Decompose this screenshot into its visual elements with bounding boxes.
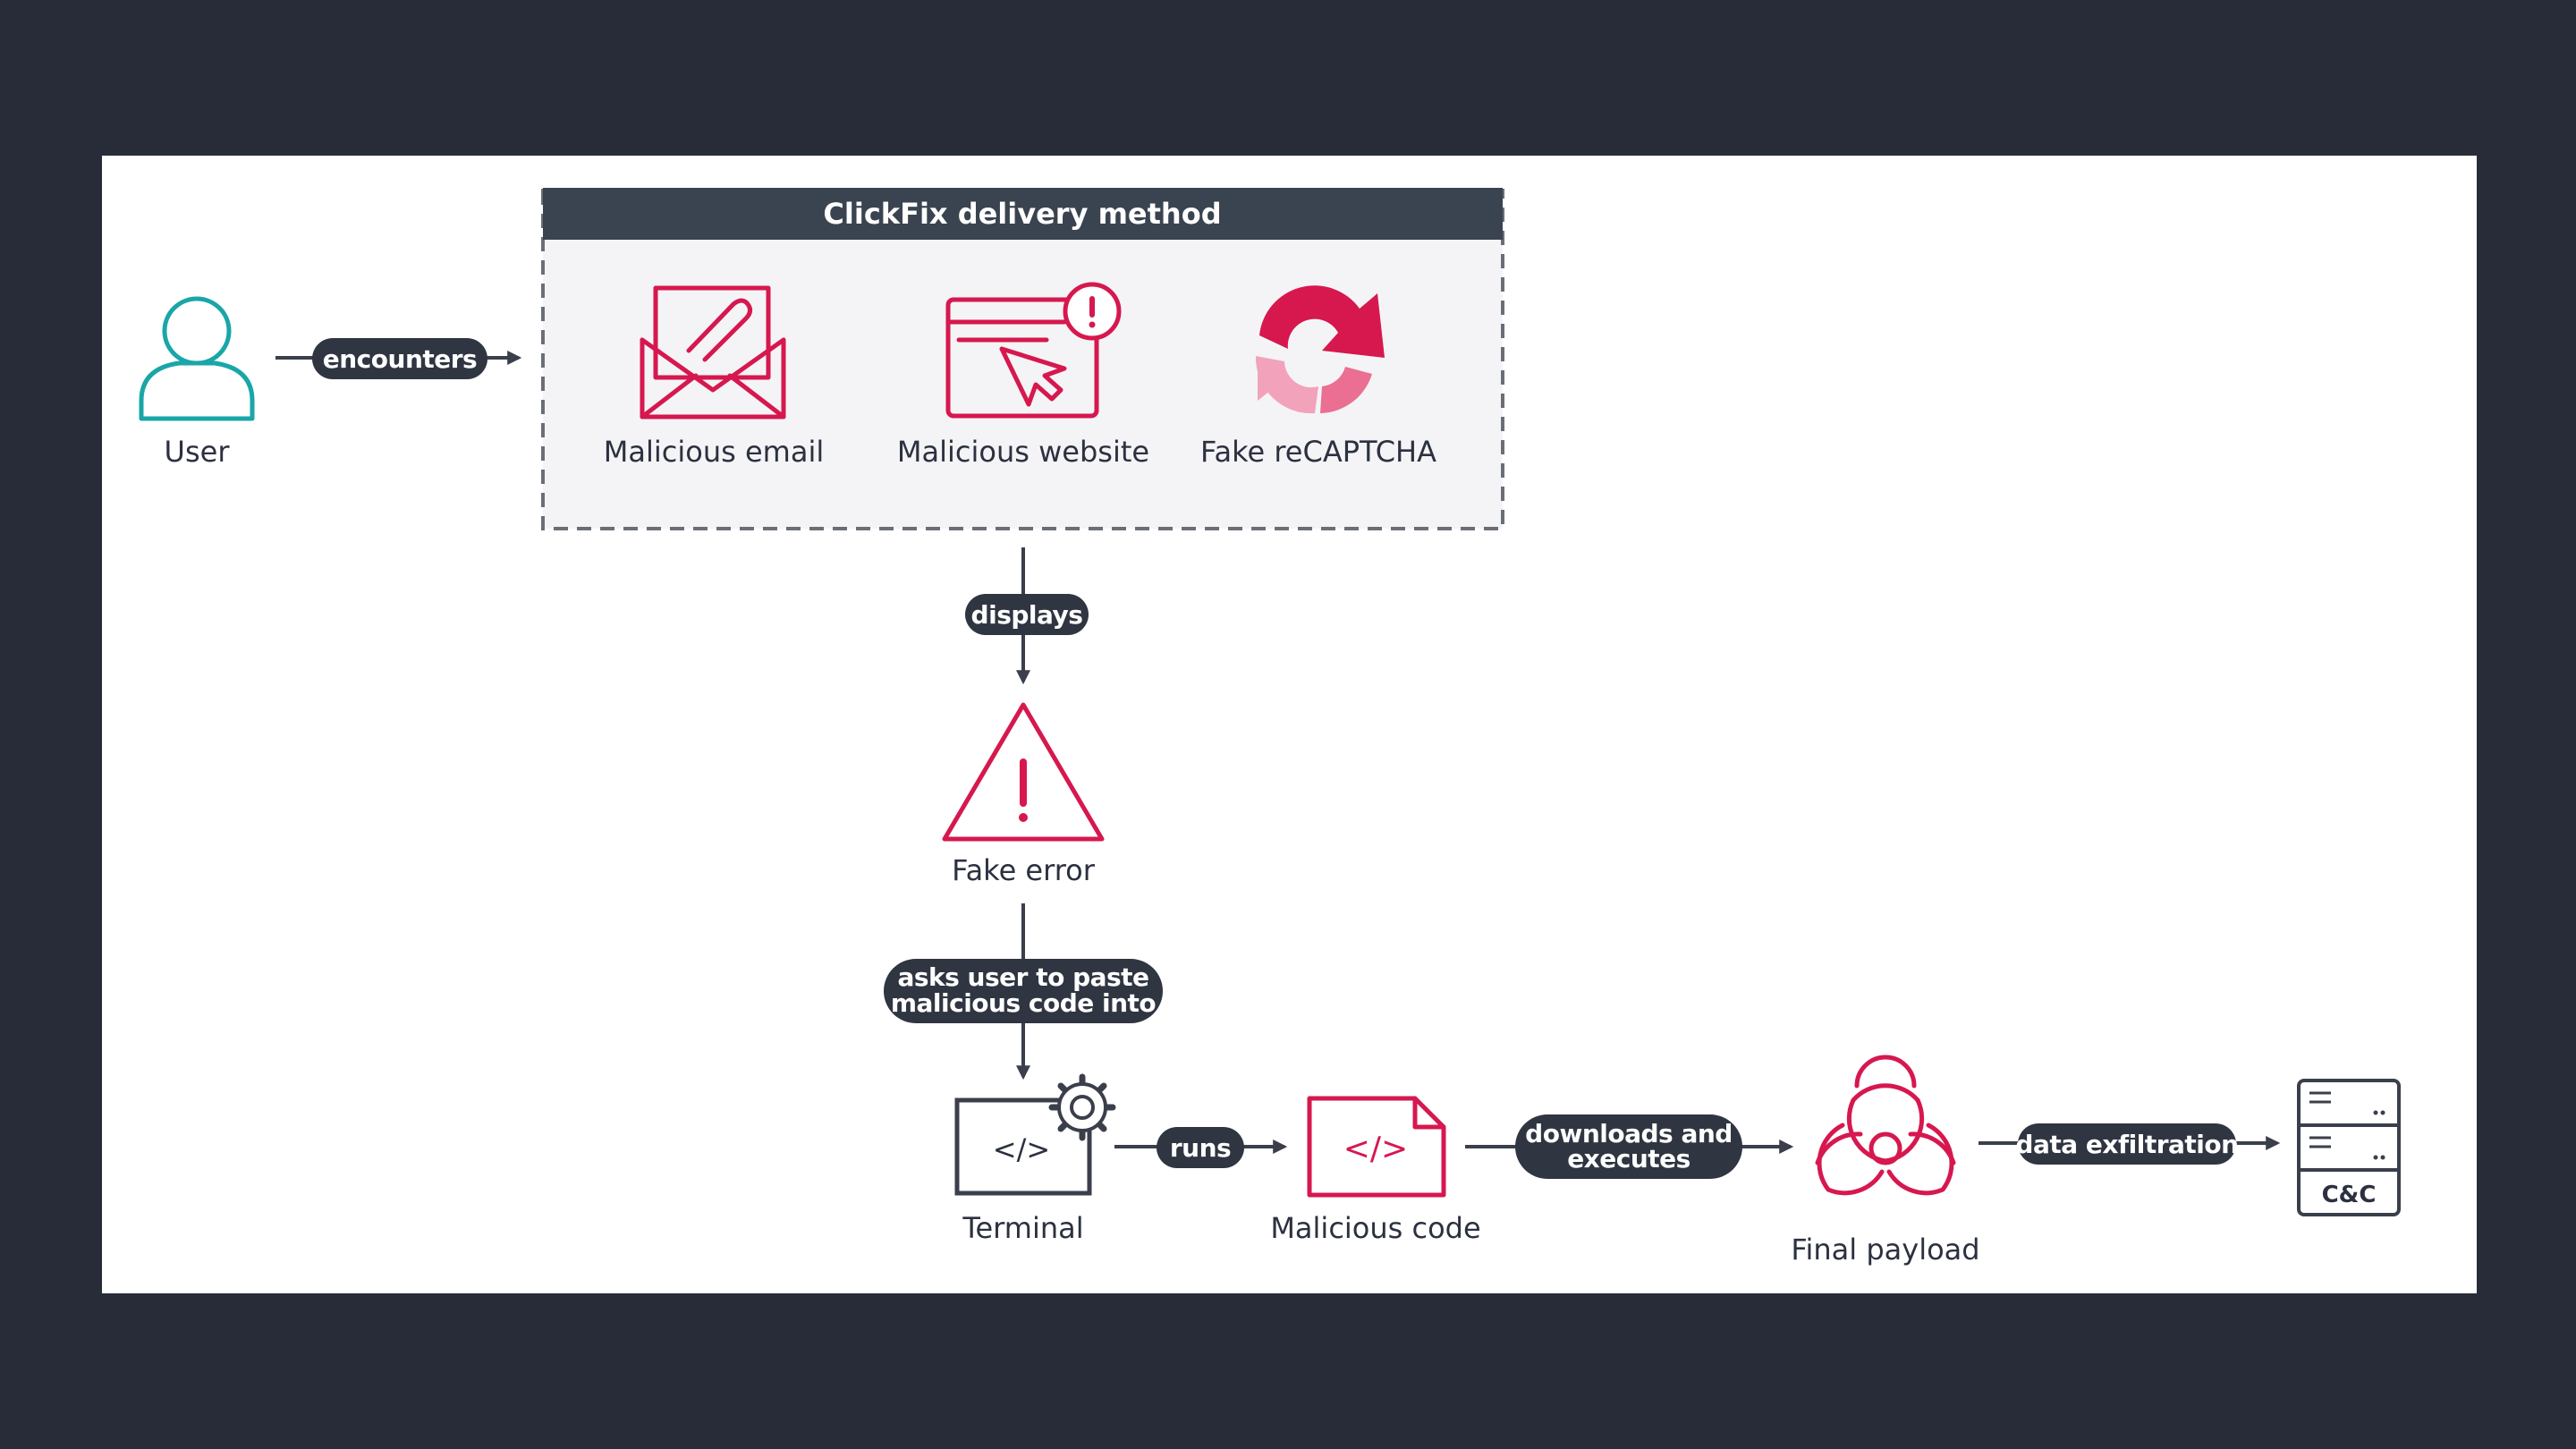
biohazard-icon bbox=[1815, 1055, 1956, 1196]
edge-runs: runs bbox=[1157, 1127, 1244, 1168]
svg-text:asks user to paste: asks user to paste bbox=[897, 962, 1148, 992]
svg-text:malicious code into: malicious code into bbox=[891, 988, 1157, 1018]
svg-text:executes: executes bbox=[1567, 1144, 1690, 1174]
fake-recaptcha-label: Fake reCAPTCHA bbox=[1200, 435, 1436, 469]
user-label: User bbox=[165, 435, 231, 469]
recaptcha-icon bbox=[1255, 285, 1385, 414]
svg-text:runs: runs bbox=[1170, 1133, 1231, 1163]
browser-cursor-icon bbox=[945, 282, 1122, 419]
edge-encounters: encounters bbox=[312, 338, 487, 379]
delivery-method-group: ClickFix delivery method bbox=[541, 188, 1504, 530]
warning-triangle-icon bbox=[942, 702, 1105, 842]
delivery-method-title: ClickFix delivery method bbox=[823, 197, 1221, 231]
cnc-label: C&C bbox=[2322, 1182, 2377, 1208]
user-icon bbox=[139, 296, 255, 421]
code-file-icon: </> bbox=[1307, 1096, 1446, 1198]
delivery-method-header bbox=[543, 188, 1503, 240]
server-icon: C&C bbox=[2297, 1079, 2401, 1216]
terminal-label: Terminal bbox=[962, 1211, 1083, 1245]
edge-displays: displays bbox=[965, 594, 1089, 635]
svg-text:data exfiltration: data exfiltration bbox=[2015, 1130, 2238, 1159]
terminal-gear-icon: </> bbox=[954, 1073, 1116, 1196]
svg-text:</>: </> bbox=[1343, 1131, 1408, 1167]
malicious-code-label: Malicious code bbox=[1270, 1211, 1480, 1245]
malicious-website-label: Malicious website bbox=[897, 435, 1149, 469]
edge-data-exfiltration: data exfiltration bbox=[2015, 1123, 2239, 1165]
final-payload-label: Final payload bbox=[1791, 1233, 1979, 1267]
fake-error-label: Fake error bbox=[952, 853, 1096, 887]
svg-text:downloads and: downloads and bbox=[1525, 1119, 1733, 1148]
svg-text:displays: displays bbox=[971, 600, 1083, 630]
envelope-icon bbox=[640, 285, 786, 419]
svg-text:</>: </> bbox=[993, 1132, 1050, 1166]
malicious-email-label: Malicious email bbox=[604, 435, 824, 469]
svg-text:encounters: encounters bbox=[323, 344, 477, 374]
edge-asks-user: asks user to paste malicious code into bbox=[884, 959, 1163, 1023]
edge-downloads-executes: downloads and executes bbox=[1515, 1114, 1742, 1179]
